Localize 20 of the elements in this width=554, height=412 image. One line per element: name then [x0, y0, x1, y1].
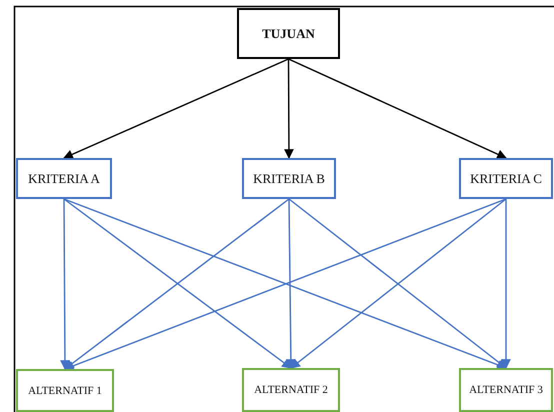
arrow: [284, 59, 294, 159]
arrow: [288, 58, 507, 159]
node-label: KRITERIA B: [253, 170, 325, 186]
node-label: TUJUAN: [262, 26, 315, 42]
node-label: KRITERIA C: [470, 170, 542, 186]
arrow: [63, 58, 289, 159]
criteria-box: [242, 158, 336, 199]
criteria-box: [459, 158, 553, 199]
goal-box: [237, 8, 340, 59]
arrow: [501, 199, 511, 369]
alternative-box: [459, 368, 553, 412]
node-label: ALTERNATIF 3: [469, 384, 543, 396]
alternative-box: [242, 368, 340, 412]
node-label: KRITERIA A: [28, 170, 100, 186]
criteria-box: [16, 158, 112, 199]
arrow: [60, 199, 70, 370]
node-label: ALTERNATIF 1: [28, 384, 102, 396]
alternative-box: [16, 369, 114, 412]
arrow: [286, 199, 296, 369]
node-label: ALTERNATIF 2: [254, 384, 328, 396]
